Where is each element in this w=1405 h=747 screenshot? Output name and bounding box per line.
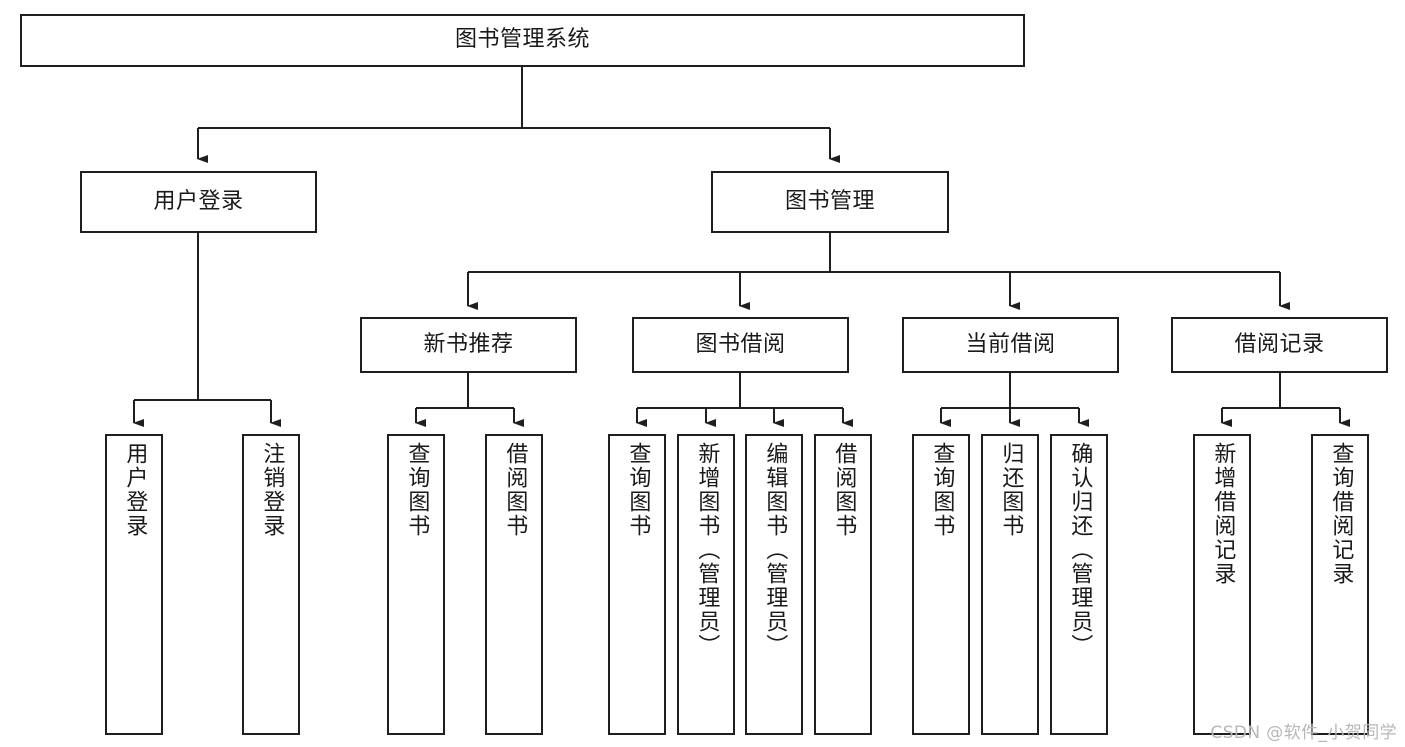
node-leaf-confirm-return[interactable]: 确认归还（管理员） — [1050, 434, 1108, 735]
node-leaf-add-book[interactable]: 新增图书（管理员） — [677, 434, 735, 735]
node-borrow-record[interactable]: 借阅记录 — [1171, 317, 1388, 373]
node-book-manage[interactable]: 图书管理 — [711, 171, 949, 233]
node-label: 图书借阅 — [695, 331, 786, 357]
node-root-system[interactable]: 图书管理系统 — [20, 14, 1025, 67]
node-label: 查询借阅记录 — [1328, 442, 1354, 586]
node-leaf-query-book-3[interactable]: 查询图书 — [912, 434, 970, 735]
node-label: 确认归还（管理员） — [1067, 442, 1093, 658]
node-book-borrow[interactable]: 图书借阅 — [632, 317, 849, 373]
node-leaf-user-logout[interactable]: 注销登录 — [242, 434, 300, 735]
node-label: 用户登录 — [122, 442, 148, 538]
node-label: 新书推荐 — [423, 331, 514, 357]
node-label: 查询图书 — [929, 442, 955, 538]
node-label: 借阅图书 — [831, 442, 857, 538]
csdn-watermark: CSDN @软件_小贺同学 — [1210, 723, 1397, 743]
node-label: 注销登录 — [259, 442, 285, 538]
node-leaf-query-book-2[interactable]: 查询图书 — [608, 434, 666, 735]
node-new-book-recommend[interactable]: 新书推荐 — [360, 317, 577, 373]
node-label: 借阅记录 — [1234, 331, 1325, 357]
node-label: 编辑图书（管理员） — [762, 442, 788, 658]
node-label: 新增借阅记录 — [1210, 442, 1236, 586]
node-leaf-borrow-book-1[interactable]: 借阅图书 — [485, 434, 543, 735]
node-label: 图书管理 — [784, 188, 875, 214]
node-user-login[interactable]: 用户登录 — [80, 171, 317, 233]
node-leaf-return-book[interactable]: 归还图书 — [981, 434, 1039, 735]
node-leaf-user-login[interactable]: 用户登录 — [105, 434, 163, 735]
node-current-borrow[interactable]: 当前借阅 — [902, 317, 1119, 373]
node-label: 借阅图书 — [502, 442, 528, 538]
node-label: 查询图书 — [625, 442, 651, 538]
node-label: 图书管理系统 — [454, 27, 590, 53]
node-label: 查询图书 — [404, 442, 430, 538]
node-leaf-borrow-book-2[interactable]: 借阅图书 — [814, 434, 872, 735]
node-label: 归还图书 — [998, 442, 1024, 538]
node-label: 当前借阅 — [965, 331, 1056, 357]
node-label: 新增图书（管理员） — [694, 442, 720, 658]
node-leaf-query-book-1[interactable]: 查询图书 — [387, 434, 445, 735]
node-leaf-edit-book[interactable]: 编辑图书（管理员） — [745, 434, 803, 735]
node-label: 用户登录 — [153, 188, 244, 214]
node-leaf-query-record[interactable]: 查询借阅记录 — [1311, 434, 1369, 735]
node-leaf-add-record[interactable]: 新增借阅记录 — [1193, 434, 1251, 735]
